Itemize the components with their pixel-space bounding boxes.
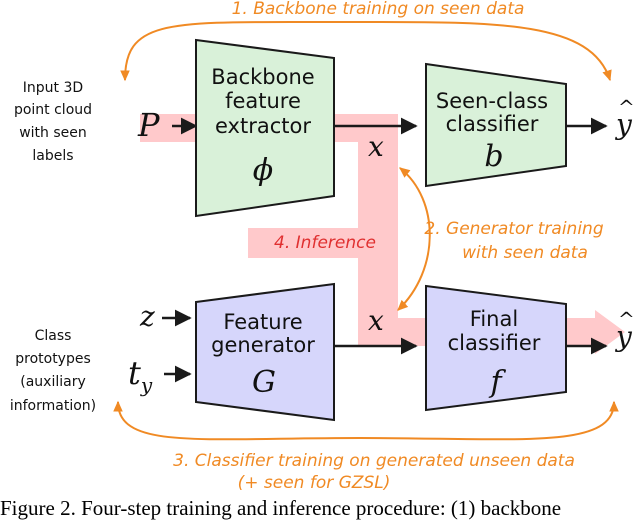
- step4-label: 4. Inference: [274, 233, 376, 253]
- step1-arc: [120, 20, 612, 82]
- step1-label: 1. Backbone training on seen data: [232, 0, 525, 19]
- step3-label-line1: 3. Classifier training on generated unse…: [173, 451, 575, 471]
- final-classifier: Final classifier f: [425, 284, 567, 412]
- svg-text:Final: Final: [470, 307, 518, 331]
- svg-text:y: y: [614, 108, 633, 141]
- output-yhat-top: y ^: [614, 95, 635, 141]
- step2-label-line1: 2. Generator training: [424, 219, 603, 239]
- svg-text:^: ^: [618, 307, 635, 331]
- svg-text:classifier: classifier: [448, 331, 541, 355]
- svg-text:y: y: [614, 320, 633, 353]
- svg-text:labels: labels: [32, 148, 73, 164]
- prototype-t-symbol: ty: [128, 354, 153, 397]
- svg-text:with seen: with seen: [19, 125, 87, 141]
- svg-text:Input 3D: Input 3D: [23, 80, 83, 96]
- input-label: Input 3D point cloud with seen labels: [14, 80, 92, 164]
- svg-text:feature: feature: [225, 89, 301, 113]
- step3-label-line2: (+ seen for GZSL): [238, 473, 391, 493]
- step2-arc: [397, 167, 431, 311]
- svg-text:information): information): [10, 398, 96, 414]
- svg-text:point cloud: point cloud: [14, 102, 92, 118]
- feature-x-bottom: x: [368, 304, 384, 337]
- noise-z-symbol: z: [139, 300, 155, 333]
- svg-text:^: ^: [618, 95, 635, 119]
- svg-text:generator: generator: [211, 333, 315, 357]
- svg-text:Feature: Feature: [223, 310, 302, 334]
- feature-generator: Feature generator G: [195, 282, 335, 422]
- svg-text:Seen-class: Seen-class: [436, 89, 548, 113]
- prototype-label: Class prototypes (auxiliary information): [10, 328, 96, 414]
- svg-text:prototypes: prototypes: [15, 351, 91, 367]
- svg-text:(auxiliary: (auxiliary: [20, 374, 86, 390]
- step3-arc: [113, 400, 619, 441]
- generator-G-symbol: G: [252, 365, 276, 400]
- svg-text:classifier: classifier: [446, 112, 539, 136]
- svg-text:Class: Class: [35, 328, 72, 344]
- svg-text:Backbone: Backbone: [211, 65, 314, 89]
- seen-class-classifier: Seen-class classifier b: [425, 62, 567, 188]
- svg-text:extractor: extractor: [215, 114, 311, 138]
- input-P-symbol: P: [137, 106, 160, 144]
- step2-label-line2: with seen data: [462, 243, 588, 263]
- backbone-phi-symbol: ϕ: [253, 153, 273, 188]
- backbone-feature-extractor: Backbone feature extractor ϕ: [195, 38, 335, 218]
- output-yhat-bottom: y ^: [614, 307, 635, 353]
- feature-x-top: x: [368, 130, 384, 163]
- seen-b-symbol: b: [484, 139, 503, 174]
- figure-caption: Figure 2. Four-step training and inferen…: [0, 496, 562, 520]
